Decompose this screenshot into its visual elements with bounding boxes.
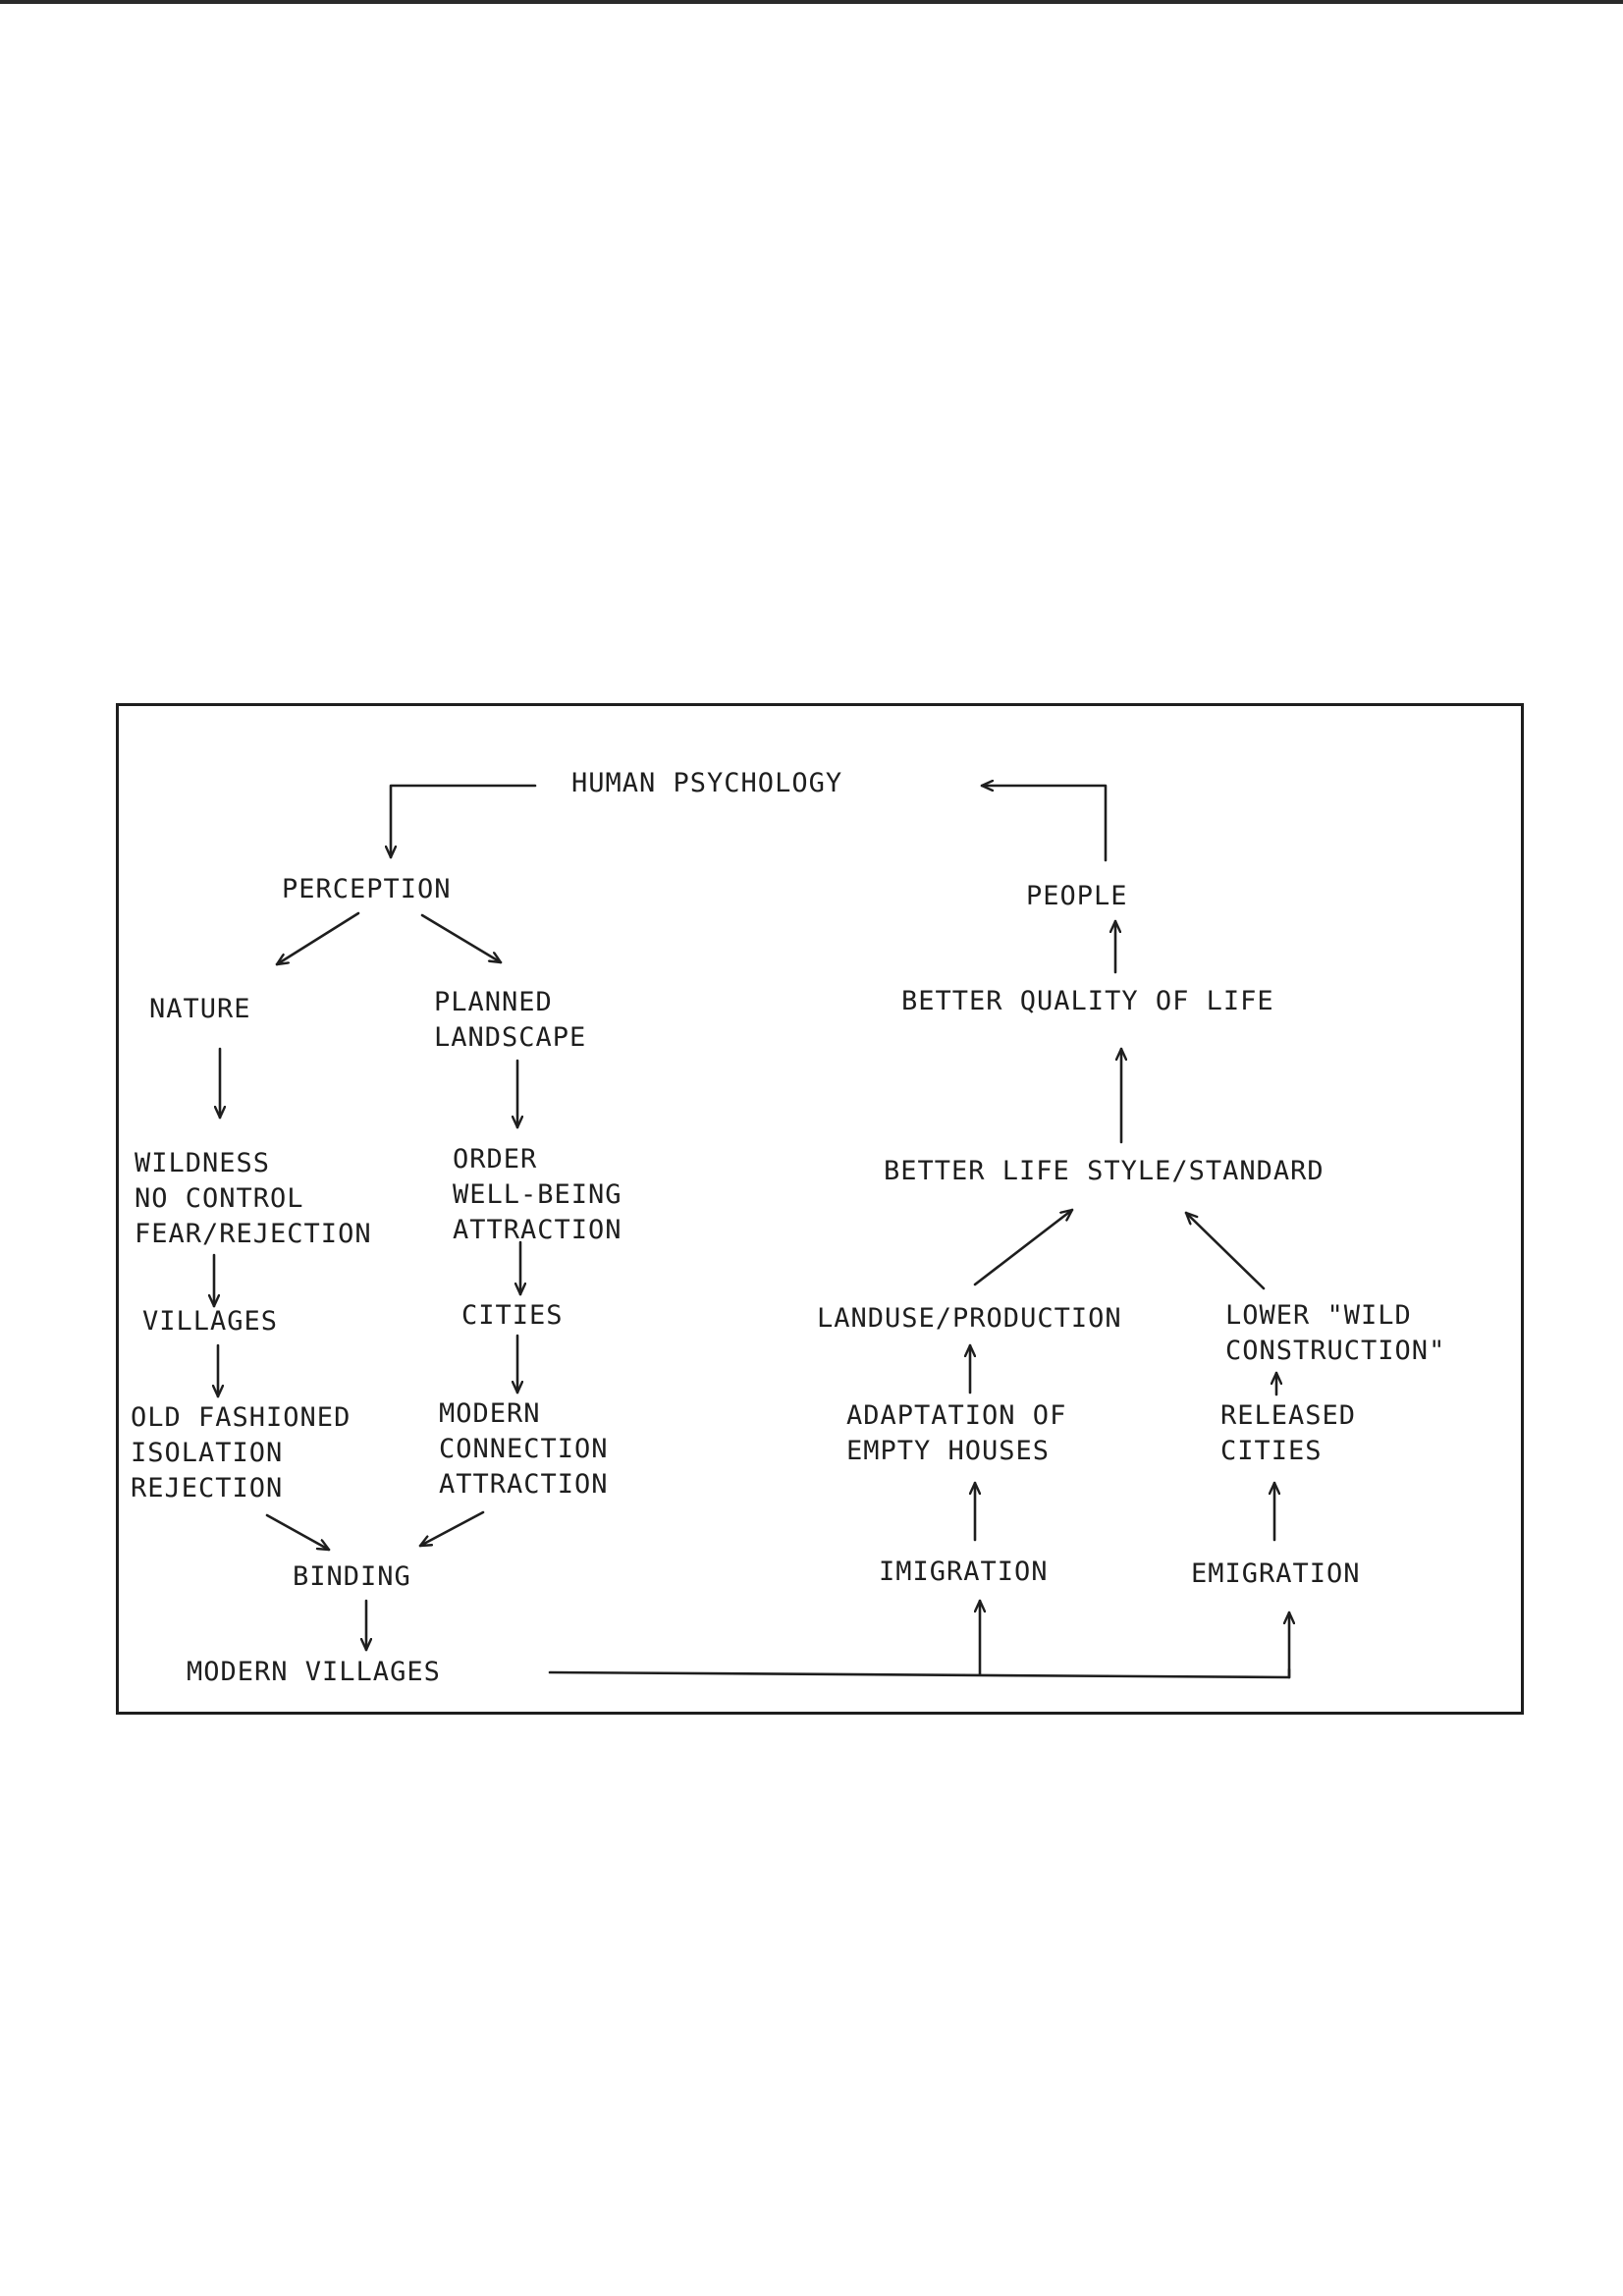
node-line: RELEASED xyxy=(1220,1400,1357,1431)
edge-perception-to-planned-landscape xyxy=(420,913,503,964)
node-cities: CITIES xyxy=(461,1298,564,1334)
node-line: IMIGRATION xyxy=(879,1557,1049,1587)
node-line: WILDNESS xyxy=(135,1148,271,1178)
node-line: PERCEPTION xyxy=(282,874,452,904)
node-modern-villages: MODERN VILLAGES xyxy=(187,1655,441,1690)
node-villages: VILLAGES xyxy=(142,1304,278,1339)
node-landuse-production: LANDUSE/PRODUCTION xyxy=(817,1301,1122,1337)
node-better-quality-of-life: BETTER QUALITY OF LIFE xyxy=(901,984,1274,1019)
node-planned-landscape: PLANNED LANDSCAPE xyxy=(434,985,586,1056)
edge-people-to-human-psychology xyxy=(980,786,1108,862)
edge-human-psychology-to-perception xyxy=(391,784,537,859)
node-line: LANDUSE/PRODUCTION xyxy=(817,1303,1122,1334)
node-line: ORDER xyxy=(453,1144,538,1175)
node-wildness: WILDNESS NO CONTROL FEAR/REJECTION xyxy=(135,1146,372,1252)
node-perception: PERCEPTION xyxy=(282,872,452,907)
node-released-cities: RELEASED CITIES xyxy=(1220,1398,1356,1469)
node-adaptation-of-empty-houses: ADAPTATION OF EMPTY HOUSES xyxy=(846,1398,1066,1469)
node-line: CITIES xyxy=(461,1300,564,1331)
node-line: BINDING xyxy=(293,1561,411,1592)
node-line: REJECTION xyxy=(131,1473,284,1503)
node-line: NO CONTROL xyxy=(135,1183,304,1214)
edge-modern-to-binding xyxy=(418,1510,485,1548)
node-line: PLANNED xyxy=(434,987,553,1017)
node-line: FEAR/REJECTION xyxy=(135,1219,372,1249)
node-line: OLD FASHIONED xyxy=(131,1402,352,1433)
node-line: MODERN xyxy=(439,1398,541,1429)
node-line: PEOPLE xyxy=(1026,881,1128,911)
node-line: VILLAGES xyxy=(142,1306,279,1337)
node-order: ORDER WELL-BEING ATTRACTION xyxy=(453,1142,622,1248)
edge-modern-villages-line xyxy=(548,1667,1291,1679)
node-line: EMPTY HOUSES xyxy=(846,1436,1051,1466)
node-line: CONSTRUCTION" xyxy=(1225,1336,1446,1366)
node-lower-wild-construction: LOWER "WILD CONSTRUCTION" xyxy=(1225,1298,1445,1369)
node-people: PEOPLE xyxy=(1026,879,1128,914)
node-old-fashioned: OLD FASHIONED ISOLATION REJECTION xyxy=(131,1400,351,1506)
node-human-psychology: HUMAN PSYCHOLOGY xyxy=(571,766,842,801)
page-top-edge xyxy=(0,0,1623,4)
node-binding: BINDING xyxy=(293,1559,411,1595)
node-line: CONNECTION xyxy=(439,1434,609,1464)
edge-lower-wild-to-better-life-style xyxy=(1184,1211,1266,1290)
node-line: WELL-BEING xyxy=(453,1179,622,1210)
node-line: EMIGRATION xyxy=(1191,1558,1361,1589)
node-line: HUMAN PSYCHOLOGY xyxy=(571,768,843,798)
node-nature: NATURE xyxy=(149,992,251,1027)
node-line: NATURE xyxy=(149,994,251,1024)
node-line: ATTRACTION xyxy=(453,1215,622,1245)
diagram-frame xyxy=(116,703,1524,1715)
node-line: LOWER "WILD xyxy=(1225,1300,1412,1331)
node-line: LANDSCAPE xyxy=(434,1022,587,1053)
node-imigration: IMIGRATION xyxy=(879,1555,1049,1590)
node-line: ISOLATION xyxy=(131,1438,284,1468)
node-line: CITIES xyxy=(1220,1436,1323,1466)
node-line: BETTER LIFE STYLE/STANDARD xyxy=(884,1156,1325,1186)
edge-old-fashioned-to-binding xyxy=(265,1513,331,1552)
node-modern: MODERN CONNECTION ATTRACTION xyxy=(439,1396,609,1503)
node-line: MODERN VILLAGES xyxy=(187,1657,441,1687)
edge-perception-to-nature xyxy=(275,911,360,966)
edge-landuse-to-better-life-style xyxy=(973,1208,1074,1286)
node-line: ATTRACTION xyxy=(439,1469,609,1500)
node-better-life-style: BETTER LIFE STYLE/STANDARD xyxy=(884,1154,1325,1189)
node-emigration: EMIGRATION xyxy=(1191,1557,1361,1592)
node-line: BETTER QUALITY OF LIFE xyxy=(901,986,1274,1016)
node-line: ADAPTATION OF xyxy=(846,1400,1067,1431)
